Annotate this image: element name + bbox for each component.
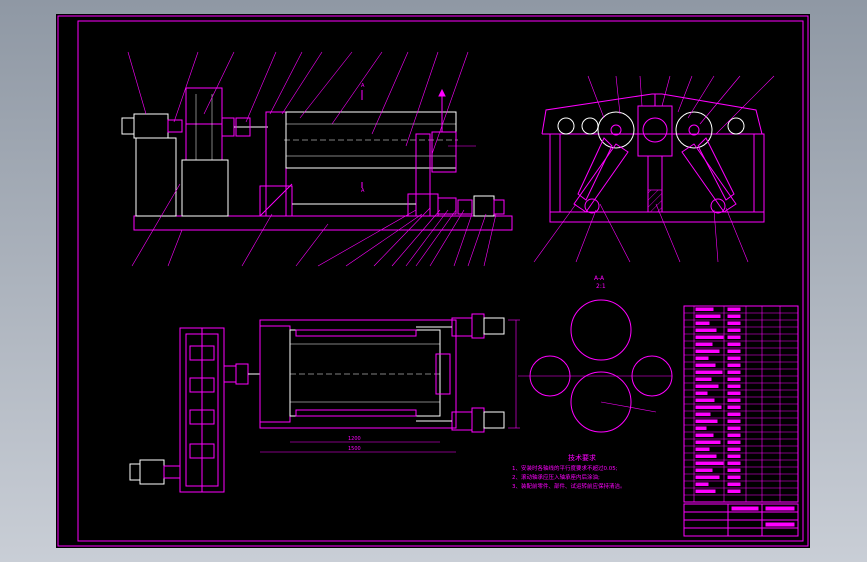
section-circle-right <box>631 355 673 397</box>
motor <box>133 113 169 139</box>
base-plate <box>133 215 513 231</box>
front-view: A A <box>121 51 513 267</box>
side-bottom-leaders <box>533 203 749 263</box>
bottom-leaders <box>131 183 497 267</box>
dim-inner: 1200 <box>348 436 361 442</box>
side-view <box>533 75 775 263</box>
note-3: 3、装配前零件、部件、试运转前应保持清洁。 <box>512 482 626 490</box>
section-aa: A-A 2:1 <box>518 275 673 433</box>
technical-notes: 技术要求 1、安装时各轴线的平行度要求不超过0.05; 2、滚动轴承应压入轴承座… <box>512 453 626 490</box>
side-roller-right <box>675 111 713 149</box>
side-base <box>549 211 765 223</box>
note-2: 2、滚动轴承应压入轴承座内后涂油; <box>512 473 600 481</box>
section-scale: 2:1 <box>596 283 606 290</box>
section-circle-bottom <box>570 371 632 433</box>
section-mark-top: A <box>361 83 365 89</box>
note-1: 1、安装时各轴线的平行度要求不超过0.05; <box>512 464 618 472</box>
drawing-sheet: A A <box>56 14 810 548</box>
plan-motor <box>139 459 165 485</box>
title-block <box>683 503 799 537</box>
plan-view: 1200 1500 <box>129 313 520 493</box>
side-roller-left <box>597 111 635 149</box>
dim-outer: 1500 <box>348 446 361 452</box>
section-circle-left <box>529 355 571 397</box>
top-leaders <box>127 51 476 155</box>
inner-frame <box>77 20 804 542</box>
cad-drawing: A A <box>57 15 809 547</box>
notes-title: 技术要求 <box>568 453 596 462</box>
section-title: A-A <box>594 275 605 282</box>
side-top-leaders <box>587 75 775 135</box>
section-circle-top <box>570 299 632 361</box>
parts-list <box>683 305 799 503</box>
motor-stand <box>135 137 177 217</box>
section-mark-bottom: A <box>361 188 365 194</box>
outer-frame <box>57 15 809 547</box>
